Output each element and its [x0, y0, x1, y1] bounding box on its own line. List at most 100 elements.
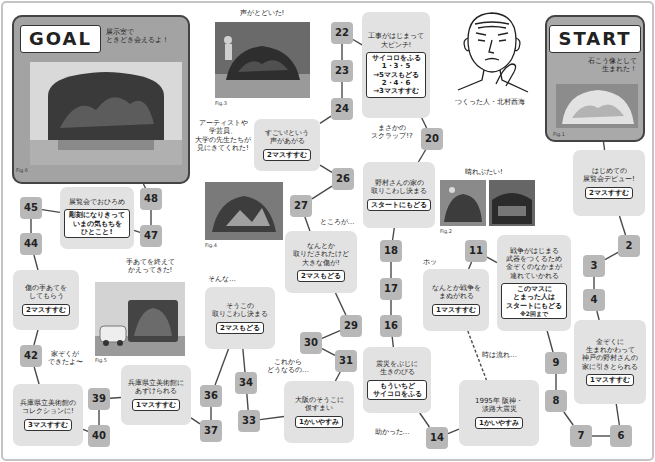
node-text: GOAL — [29, 28, 92, 50]
node-text: 1かいやすみ — [479, 419, 519, 427]
callout-text: 手あてを終えて かえってきた! — [122, 258, 178, 275]
node-text: 野村さんの家の 取りこわし決まる — [367, 179, 431, 196]
path-connector — [341, 44, 342, 60]
node-text: 26 — [336, 173, 350, 185]
event-square: 大阪のそうこに 仮すまい1かいやすみ — [284, 381, 354, 443]
node-text: 34 — [239, 377, 253, 389]
action-box: 2マスもどる — [297, 270, 345, 282]
path-connector — [390, 300, 391, 315]
node-text: 兵庫県立美術館に あずけられる — [125, 379, 187, 396]
node-text: 石こう像として 生まれた！ — [567, 57, 637, 74]
action-box: 3マスすすむ — [24, 419, 72, 431]
number-square: 23 — [331, 60, 353, 82]
event-square: 傷の手あてを してもらう2マスすすむ — [13, 270, 79, 330]
node-text: サイコロをふる 1・3・5 →5マスもどる 2・4・6 →3マスすすむ — [370, 54, 422, 96]
node-text: 9 — [553, 357, 560, 369]
number-square: 40 — [88, 425, 110, 447]
node-text: 展覧会でおひろめ — [64, 198, 130, 206]
event-square: 戦争がはじまる 武器をつくるため 金ぞくのなかまが 連れていかれるこのマスに と… — [497, 235, 571, 331]
path-connector — [547, 331, 553, 352]
number-square: 7 — [570, 425, 592, 447]
node-text: 2マスもどる — [220, 324, 260, 332]
figure-number: Fig.4 — [205, 242, 225, 248]
path-connector — [392, 337, 393, 347]
node-text: 2マスもどる — [301, 272, 341, 280]
action-box: 2マスすすむ — [585, 187, 633, 199]
callout-text: アーティストや 学芸員、 大学の先生たちが 見にきてくれた! — [193, 119, 253, 153]
node-text: 7 — [578, 430, 585, 442]
goal-panel: 展示室で ときどき会えるよ！ GOAL — [12, 15, 190, 184]
path-connector — [110, 397, 121, 399]
path-connector — [320, 165, 332, 172]
callout-text: つくった人・北村西海 — [450, 98, 530, 106]
figure-number: Fig.3 — [215, 100, 235, 106]
path-connector — [247, 394, 248, 410]
number-square: 17 — [380, 278, 402, 300]
callout-text: 声がとどいた! — [227, 9, 297, 17]
event-square: 野村さんの家の 取りこわし決まるスタートにもどる — [363, 162, 435, 228]
path-connector — [564, 412, 573, 425]
node-text: すごい!という 声があがる — [258, 129, 316, 146]
action-box: 2マスすすむ — [263, 149, 311, 161]
number-square: 3 — [583, 255, 605, 277]
node-text: 16 — [384, 320, 398, 332]
connector-label: 時は流れ… — [481, 351, 518, 359]
node-text: もういちど サイコロをふる — [371, 382, 423, 399]
number-square: 39 — [88, 388, 110, 410]
path-connector — [448, 429, 459, 433]
action-box: 2マスもどる — [216, 322, 264, 334]
path-connector — [322, 331, 340, 339]
node-text: 3マスすすむ — [28, 421, 68, 429]
node-text: 金ぞくに 生まれかわって 神戸の野村さんの 家に引きとられる — [578, 338, 642, 372]
node-text: START — [558, 28, 631, 50]
number-square: 30 — [300, 332, 322, 354]
path-connector — [260, 417, 284, 420]
event-square: 展覧会でおひろめ彫刻になりきって いまの気もちを ひとこと! — [60, 187, 134, 249]
path-connector — [34, 330, 38, 345]
path-connector — [312, 186, 332, 199]
path-connector — [322, 349, 335, 356]
action-box: 彫刻になりきって いまの気もちを ひとこと! — [64, 209, 130, 238]
path-connector — [98, 410, 99, 425]
number-square: 45 — [20, 197, 42, 219]
node-text: はじめての 展覧会デビュー! — [577, 167, 641, 184]
path-connector — [592, 435, 610, 436]
number-square: 44 — [20, 233, 42, 255]
number-square: 42 — [20, 345, 42, 367]
node-text: 2マスすすむ — [267, 151, 307, 159]
event-square: はじめての 展覧会デビュー! 2マスすすむ — [573, 150, 645, 216]
path-connector — [34, 255, 38, 270]
callout-text: これから どうなるの… — [267, 358, 309, 375]
number-square: 34 — [235, 372, 257, 394]
action-box: 1かいやすみ — [295, 416, 343, 428]
number-square: 22 — [331, 22, 353, 44]
node-text: 3 — [591, 260, 598, 272]
callout-text: 家ぞくが できたよ〜 — [46, 350, 84, 367]
node-text: なんとか 取りだされたけど 大きな傷が! — [289, 242, 353, 267]
node-text: 39 — [92, 393, 106, 405]
sculptor-portrait — [458, 13, 528, 92]
node-text: 震災をぶじに 生きのびる — [367, 360, 427, 377]
path-connector — [320, 116, 331, 123]
path-connector — [487, 257, 497, 263]
node-text: 44 — [24, 238, 38, 250]
number-square: 26 — [332, 168, 354, 190]
event-square: 金ぞくに 生まれかわって 神戸の野村さんの 家に引きとられる1マスすすむ — [574, 320, 646, 404]
number-square: 16 — [380, 315, 402, 337]
node-text: ※2回まで — [505, 310, 563, 317]
node-text: 24 — [335, 103, 349, 115]
photo-fig2 — [440, 180, 535, 226]
path-connector — [191, 418, 200, 424]
node-text: 31 — [339, 355, 353, 367]
node-text: 23 — [335, 65, 349, 77]
photo-fig4 — [205, 182, 283, 240]
node-text: 展示室で ときどき会えるよ！ — [106, 28, 176, 45]
callout-text: ホッ — [420, 258, 440, 266]
node-text: 36 — [204, 390, 218, 402]
number-square: 47 — [140, 225, 162, 247]
panel-title: GOAL — [20, 25, 101, 53]
path-connector — [341, 82, 342, 98]
number-square: 4 — [583, 289, 605, 311]
event-square: 震災をぶじに 生きのびるもういちど サイコロをふる — [363, 347, 431, 413]
event-square: 兵庫県立美術館の コレクションに!3マスすすむ — [13, 384, 83, 446]
